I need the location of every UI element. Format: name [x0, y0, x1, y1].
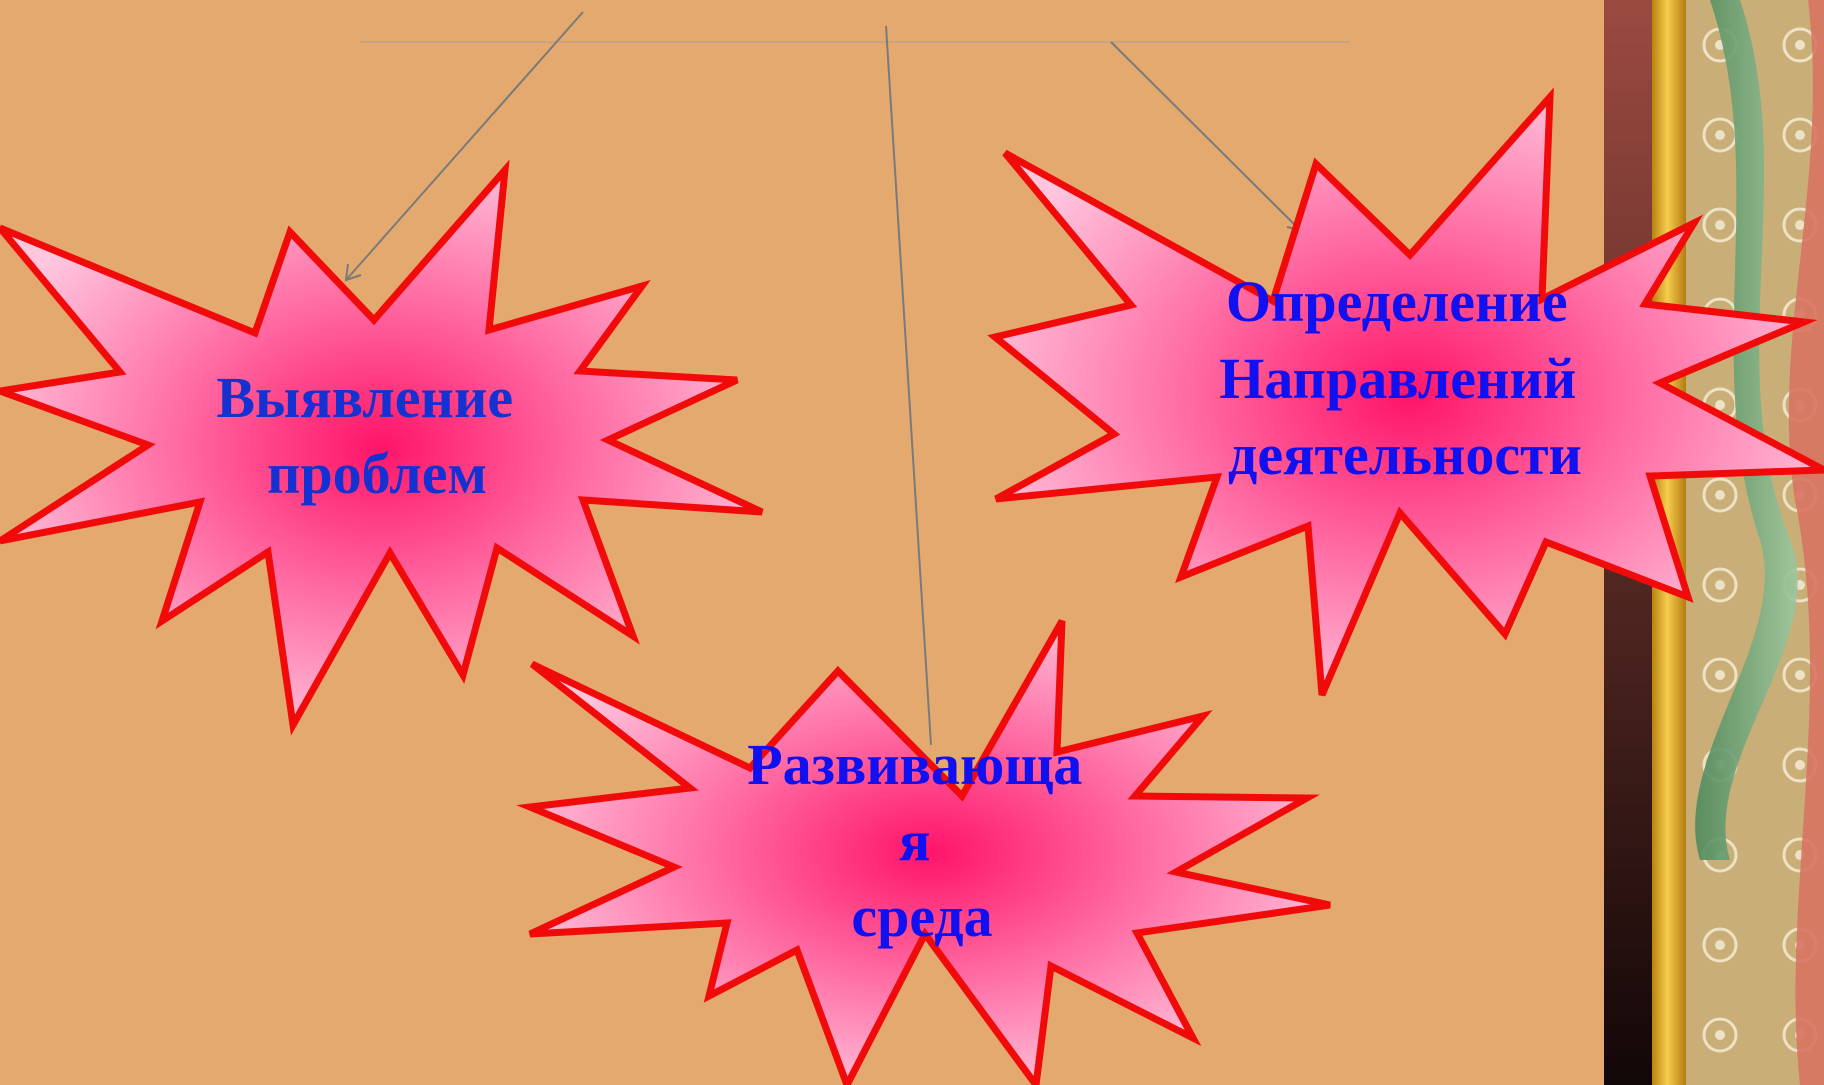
burst-directions-line-3: деятельности: [1228, 422, 1582, 487]
burst-directions-label: Определение Направлений деятельности: [1219, 269, 1591, 487]
burst-problems-line-1: Выявление: [216, 365, 513, 430]
burst-directions-line-1: Определение: [1226, 269, 1568, 334]
burst-problems-line-2: проблем: [267, 441, 487, 506]
burst-environment-line-2: я: [899, 808, 930, 873]
burst-environment-line-1: Развивающа: [747, 732, 1082, 797]
burst-environment-line-3: среда: [851, 884, 992, 949]
burst-directions-line-2: Направлений: [1219, 346, 1576, 411]
